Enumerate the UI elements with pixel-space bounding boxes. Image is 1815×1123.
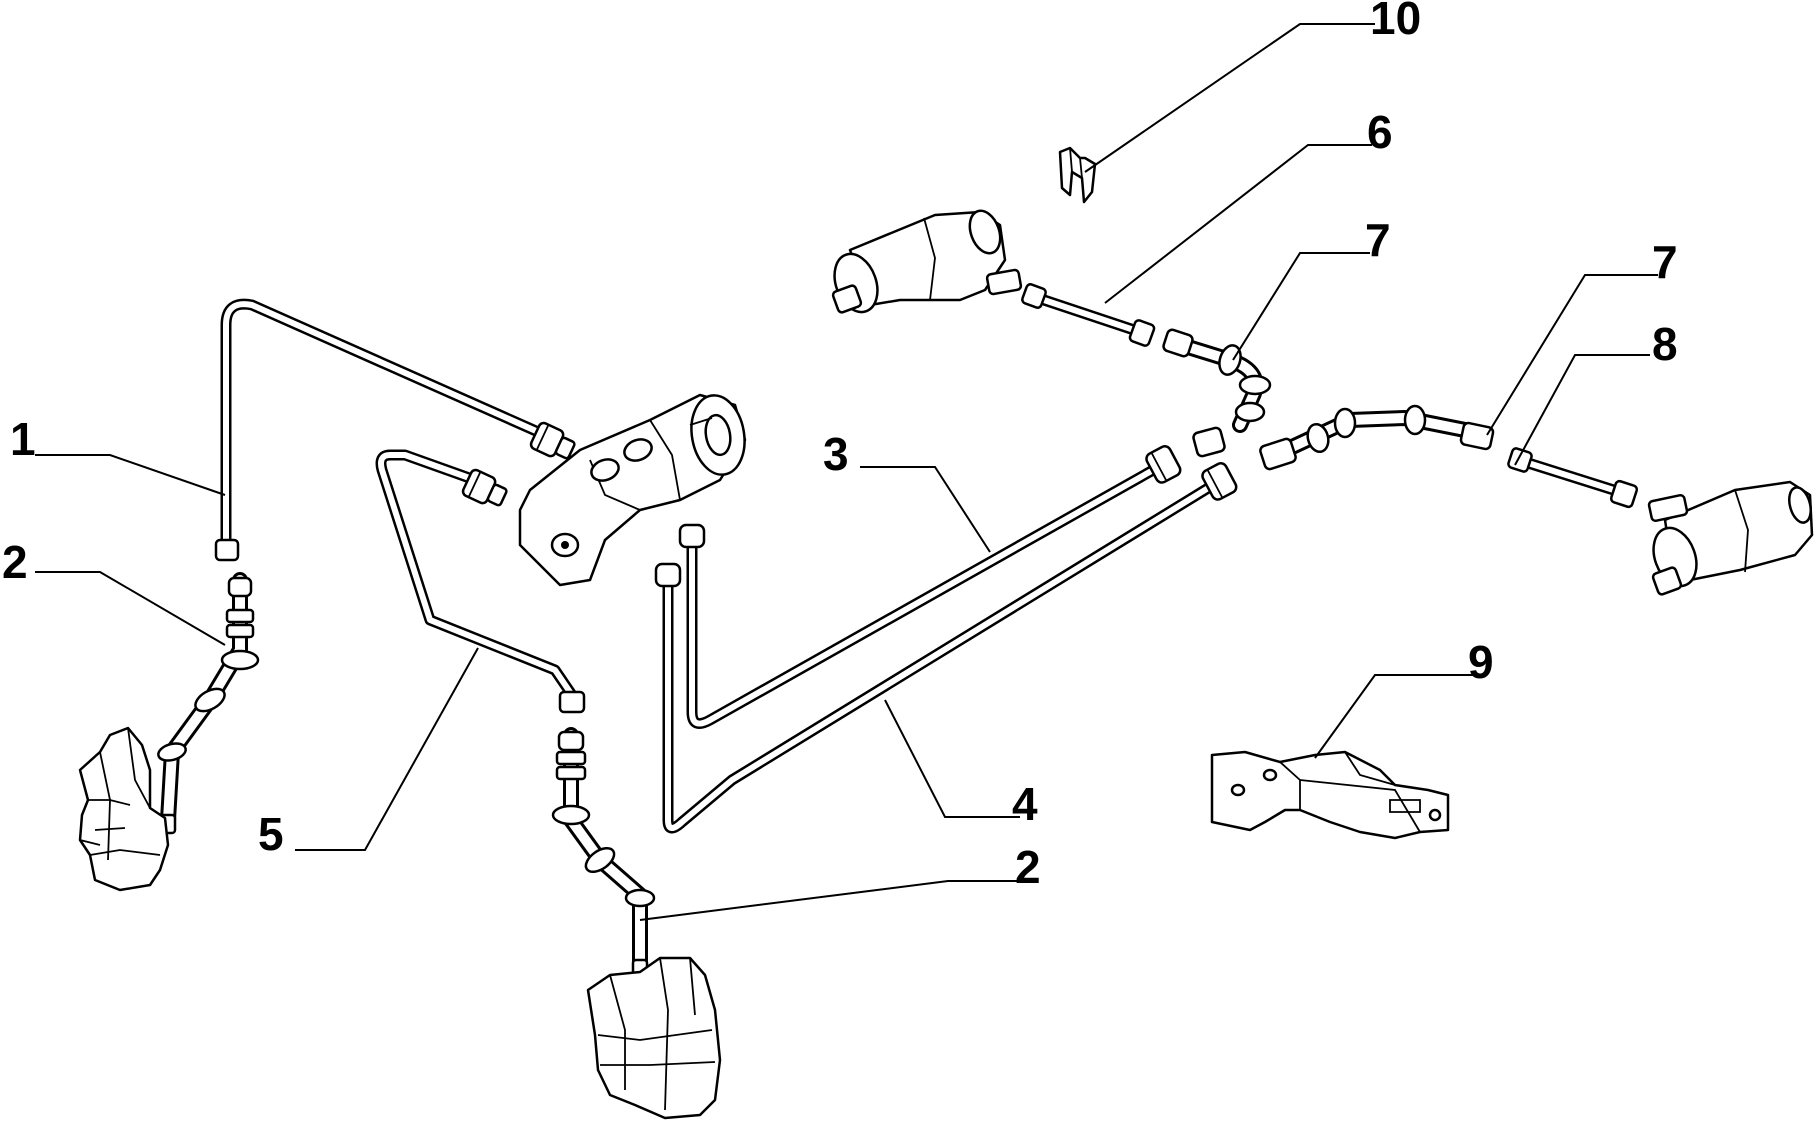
leader-3 (860, 466, 991, 553)
leader-10 (1084, 23, 1375, 173)
leader-9 (1314, 674, 1475, 759)
leader-7a (1232, 252, 1370, 361)
callout-9: 9 (1468, 636, 1494, 688)
brake-pipe-8 (1507, 447, 1639, 509)
leader-8 (1514, 354, 1650, 466)
brake-pipe-5 (375, 449, 586, 714)
leader-7b (1486, 274, 1658, 436)
callout-5: 5 (258, 808, 284, 860)
brake-pipe-1 (214, 298, 576, 562)
leader-6 (1104, 144, 1372, 304)
leader-5 (295, 647, 479, 851)
callout-3: 3 (823, 428, 849, 480)
wheel-cylinder-right (1647, 480, 1814, 596)
callout-6: 6 (1367, 106, 1393, 158)
brake-hose-7-left (1162, 328, 1272, 458)
brake-caliper-right (586, 956, 722, 1120)
brake-caliper-left (78, 726, 170, 892)
leader-4 (884, 699, 1020, 818)
callout-2-left: 2 (2, 536, 28, 588)
leader-2a (35, 571, 226, 646)
leader-2b (639, 880, 1023, 921)
callout-labels: 1 2 2 3 4 5 6 7 7 8 9 10 (2, 0, 1678, 893)
master-cylinder (518, 393, 747, 587)
bracket-9 (1210, 750, 1450, 840)
brake-hose-7-right (1259, 404, 1495, 471)
callout-8: 8 (1652, 318, 1678, 370)
callout-7-left: 7 (1365, 214, 1391, 266)
callout-2-right: 2 (1015, 841, 1041, 893)
callout-10: 10 (1370, 0, 1421, 44)
brake-pipe-6 (1021, 283, 1156, 347)
brake-pipe-4 (654, 462, 1238, 834)
brake-hose-2-right (551, 727, 656, 982)
brake-pipe-3 (678, 445, 1182, 730)
wheel-cylinder-left (831, 209, 1023, 314)
leader-1 (35, 454, 226, 496)
callout-4: 4 (1012, 778, 1038, 830)
callout-1: 1 (10, 413, 36, 465)
leader-lines (35, 23, 1658, 921)
clip-10 (1058, 146, 1097, 204)
callout-7-right: 7 (1652, 236, 1678, 288)
brake-hose-2-left (157, 572, 260, 835)
